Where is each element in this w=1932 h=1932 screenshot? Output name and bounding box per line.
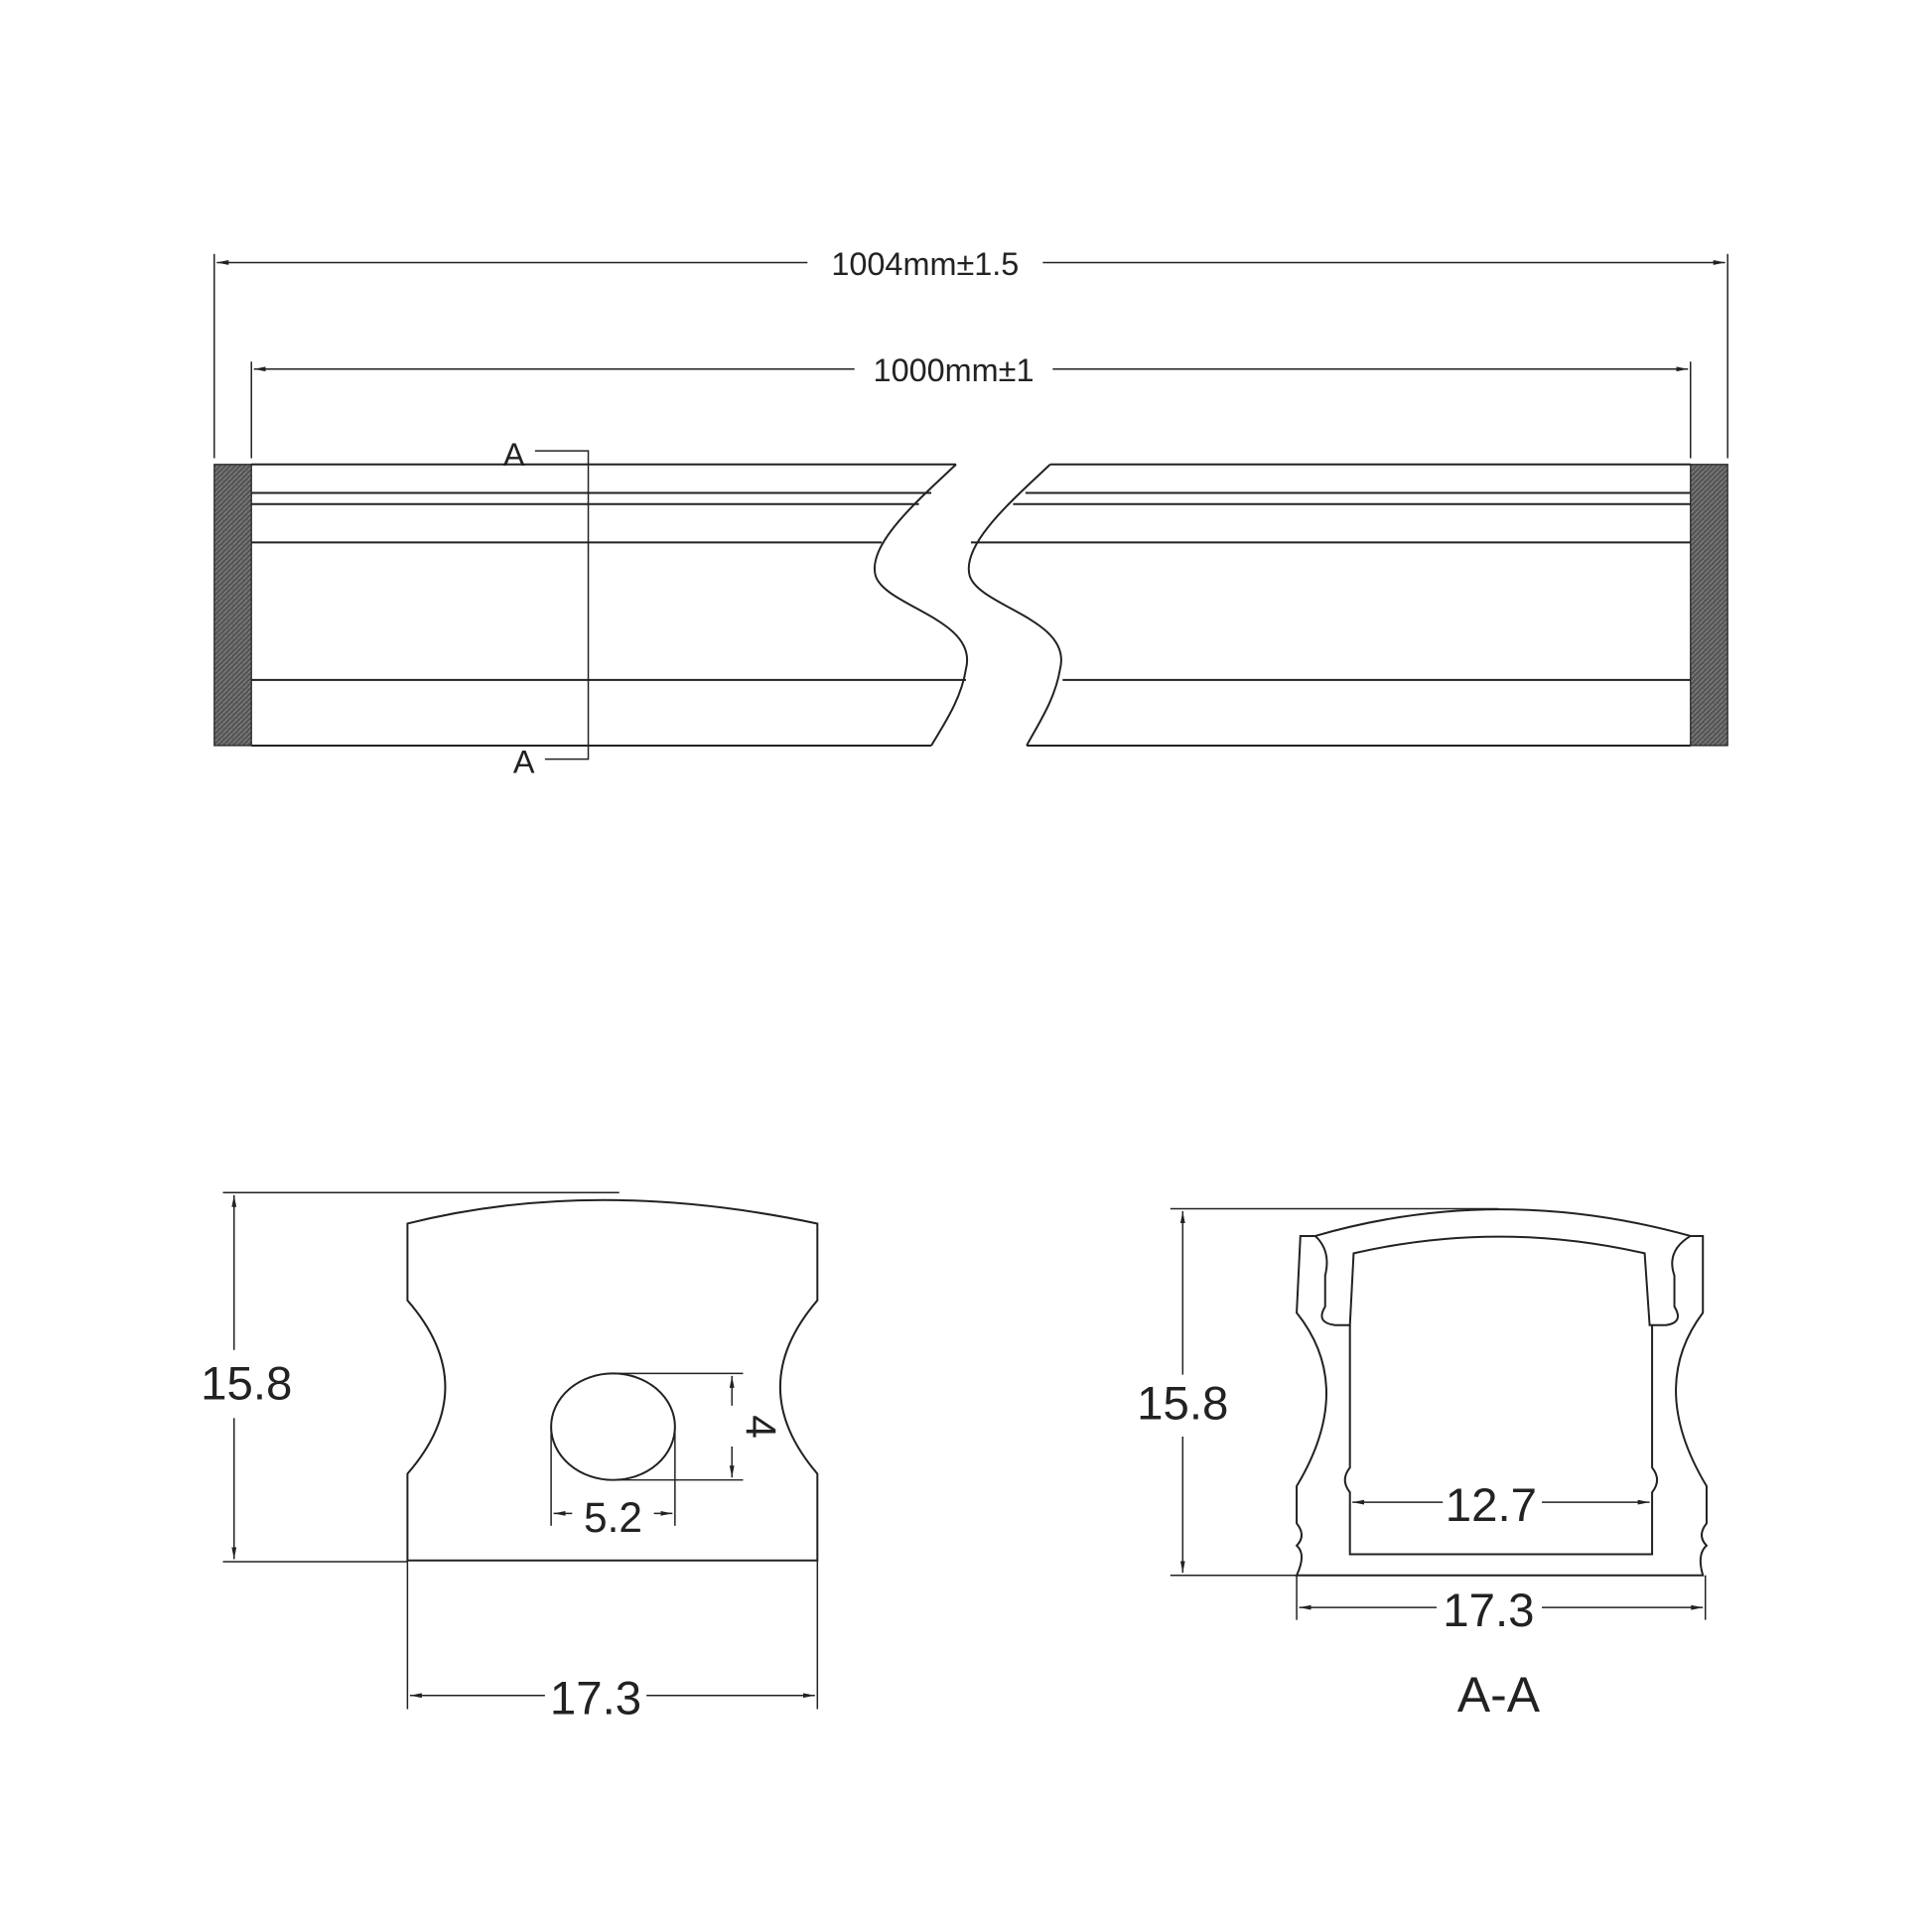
- height-label: 15.8: [201, 1358, 292, 1411]
- end-cap-outline: [406, 1198, 819, 1562]
- hole-height-label: 4: [738, 1415, 784, 1439]
- width-dimension: 17.3: [406, 1560, 819, 1725]
- side-view: 1004mm±1.5 1000mm±1 A A: [213, 246, 1728, 779]
- overall-length-dimension: 1004mm±1.5: [213, 246, 1728, 459]
- section-title: A-A: [1457, 1667, 1541, 1723]
- section-view: 15.8 12.7 17.3 A-A: [1137, 1207, 1709, 1723]
- cable-hole: [550, 1372, 676, 1481]
- left-end-cap: [213, 464, 252, 747]
- height-dimension: 15.8: [201, 1191, 620, 1563]
- overall-length-label: 1004mm±1.5: [831, 246, 1019, 282]
- section-marker: A A: [503, 437, 590, 779]
- section-width-dimension: 17.3: [1296, 1575, 1707, 1637]
- section-mark-bottom: A: [513, 744, 535, 779]
- profile-right-segment: [967, 463, 1691, 747]
- inner-width-label: 12.7: [1446, 1479, 1537, 1532]
- profile-outline: [1295, 1208, 1709, 1577]
- profile-length-dimension: 1000mm±1: [250, 352, 1692, 459]
- width-label: 17.3: [550, 1672, 641, 1725]
- hole-height-dimension: 4: [613, 1372, 784, 1481]
- hole-width-label: 5.2: [584, 1494, 642, 1541]
- right-end-cap: [1690, 464, 1728, 747]
- profile-length-label: 1000mm±1: [874, 352, 1035, 388]
- diffuser-cover: [1314, 1235, 1692, 1326]
- section-height-label: 15.8: [1137, 1378, 1228, 1431]
- end-view: 15.8 17.3 4 5.2: [201, 1191, 819, 1725]
- section-height-dimension: 15.8: [1137, 1207, 1499, 1577]
- profile-left-segment: [251, 463, 969, 747]
- inner-channel: [1343, 1324, 1659, 1556]
- hole-width-dimension: 5.2: [550, 1427, 676, 1541]
- inner-width-dimension: 12.7: [1352, 1479, 1650, 1532]
- section-mark-top: A: [503, 437, 525, 473]
- section-width-label: 17.3: [1443, 1585, 1534, 1637]
